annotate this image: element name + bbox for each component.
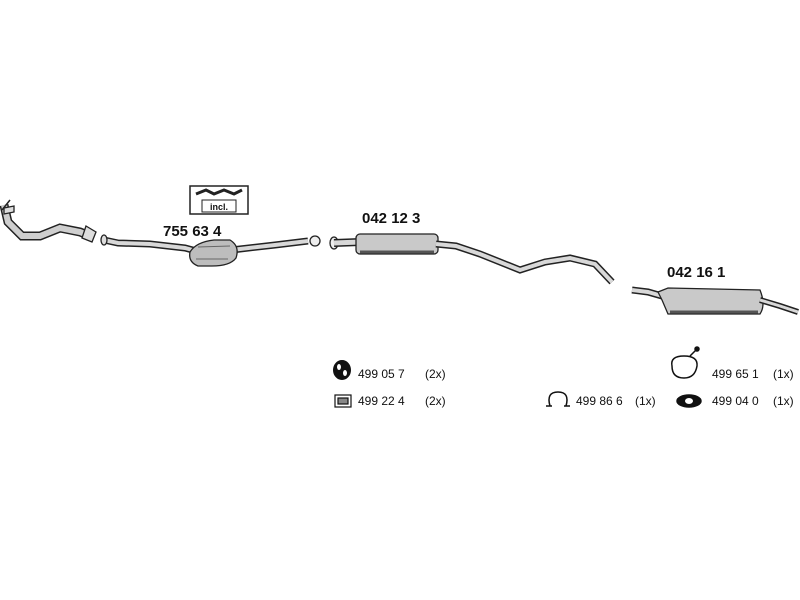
kit-badge-label: incl. [210, 202, 228, 212]
catalytic-converter-number: 755 63 4 [163, 223, 222, 240]
hanger-ring-icon [671, 346, 700, 379]
rubber-hanger-icon [333, 360, 351, 380]
accessory-qty: (2x) [425, 394, 446, 408]
included-kit-badge: incl. [189, 185, 249, 215]
accessory-number: 499 65 1 [712, 367, 759, 381]
accessory-qty: (1x) [773, 367, 794, 381]
accessory-number: 499 04 0 [712, 394, 759, 408]
rear-silencer[interactable] [631, 286, 799, 315]
accessory-number: 499 05 7 [358, 367, 405, 381]
accessory-qty: (1x) [773, 394, 794, 408]
accessory-number: 499 22 4 [358, 394, 405, 408]
catalytic-converter[interactable] [100, 234, 321, 267]
rear-silencer-number: 042 16 1 [667, 264, 725, 281]
center-silencer[interactable] [329, 233, 615, 285]
accessory-number: 499 86 6 [576, 394, 623, 408]
accessory-qty: (1x) [635, 394, 656, 408]
accessory-qty: (2x) [425, 367, 446, 381]
clamp-icon [546, 391, 570, 407]
gasket-icon [676, 394, 702, 408]
front-pipe[interactable] [0, 199, 97, 243]
center-silencer-number: 042 12 3 [362, 210, 420, 227]
mounting-kit-icon [334, 394, 352, 408]
